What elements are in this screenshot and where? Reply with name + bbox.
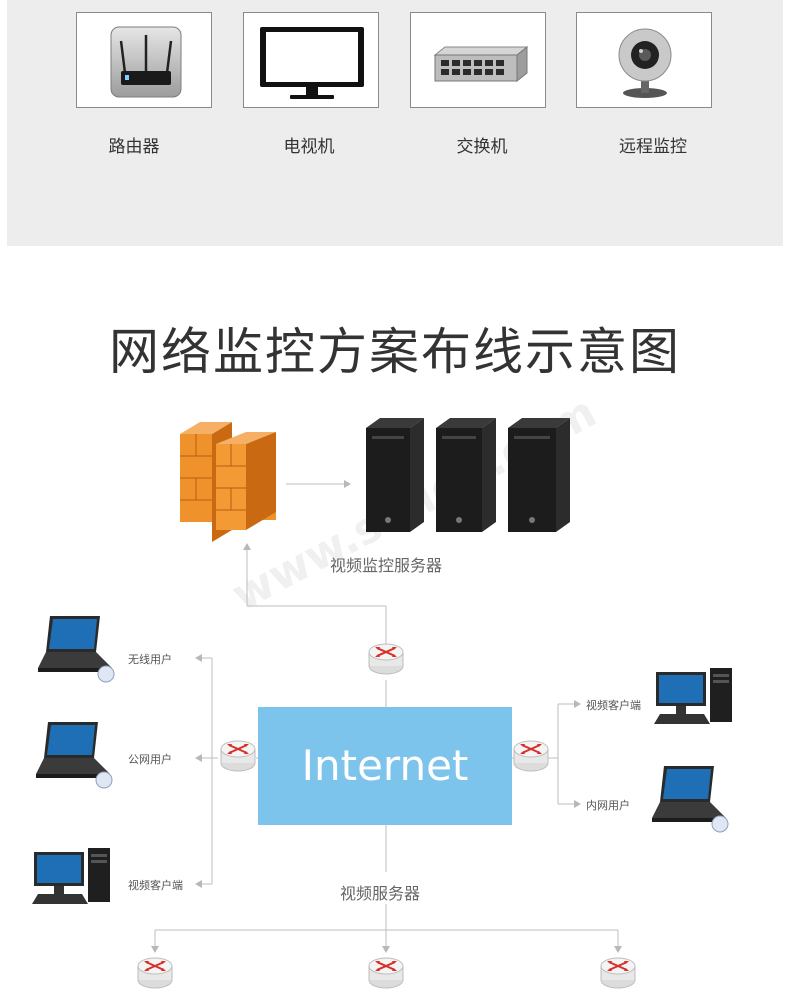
tv-icon — [260, 27, 364, 99]
tv-card[interactable] — [243, 12, 379, 108]
webcam-icon — [618, 28, 672, 98]
device-label-switch: 交换机 — [456, 137, 508, 157]
desktop-computer-icon — [654, 668, 732, 724]
laptop-icon — [37, 615, 115, 683]
router-icon — [137, 957, 173, 989]
webcam-card[interactable] — [576, 12, 712, 108]
device-label-tv: 电视机 — [283, 137, 335, 157]
device-label-router: 路由器 — [108, 137, 160, 157]
switch-card[interactable] — [410, 12, 546, 108]
server-tower-icon — [436, 418, 496, 532]
video-server-label: 视频服务器 — [340, 884, 421, 903]
server-group-label: 视频监控服务器 — [330, 556, 443, 575]
router-icon — [110, 26, 182, 98]
device-label-webcam: 远程监控 — [619, 137, 687, 157]
desktop-computer-icon — [32, 848, 110, 904]
client-label-wireless: 无线用户 — [128, 653, 172, 666]
router-icon — [600, 957, 636, 989]
client-label-video-left: 视频客户端 — [128, 879, 183, 892]
router-icon — [368, 643, 404, 675]
client-label-video-right: 视频客户端 — [586, 699, 641, 712]
router-icon — [220, 740, 256, 772]
connection-lines — [151, 480, 622, 953]
diagram-title: 网络监控方案布线示意图 — [109, 323, 681, 381]
router-icon — [513, 740, 549, 772]
laptop-icon — [35, 721, 113, 789]
router-card[interactable] — [76, 12, 212, 108]
laptop-icon — [651, 765, 729, 833]
client-label-intranet: 内网用户 — [586, 799, 630, 812]
firewall-icon — [180, 422, 276, 542]
client-label-public: 公网用户 — [128, 753, 172, 766]
server-tower-icon — [366, 418, 424, 532]
router-icon — [368, 957, 404, 989]
internet-cloud-box: Internet — [258, 707, 512, 825]
server-tower-icon — [508, 418, 570, 532]
switch-icon — [433, 45, 529, 83]
